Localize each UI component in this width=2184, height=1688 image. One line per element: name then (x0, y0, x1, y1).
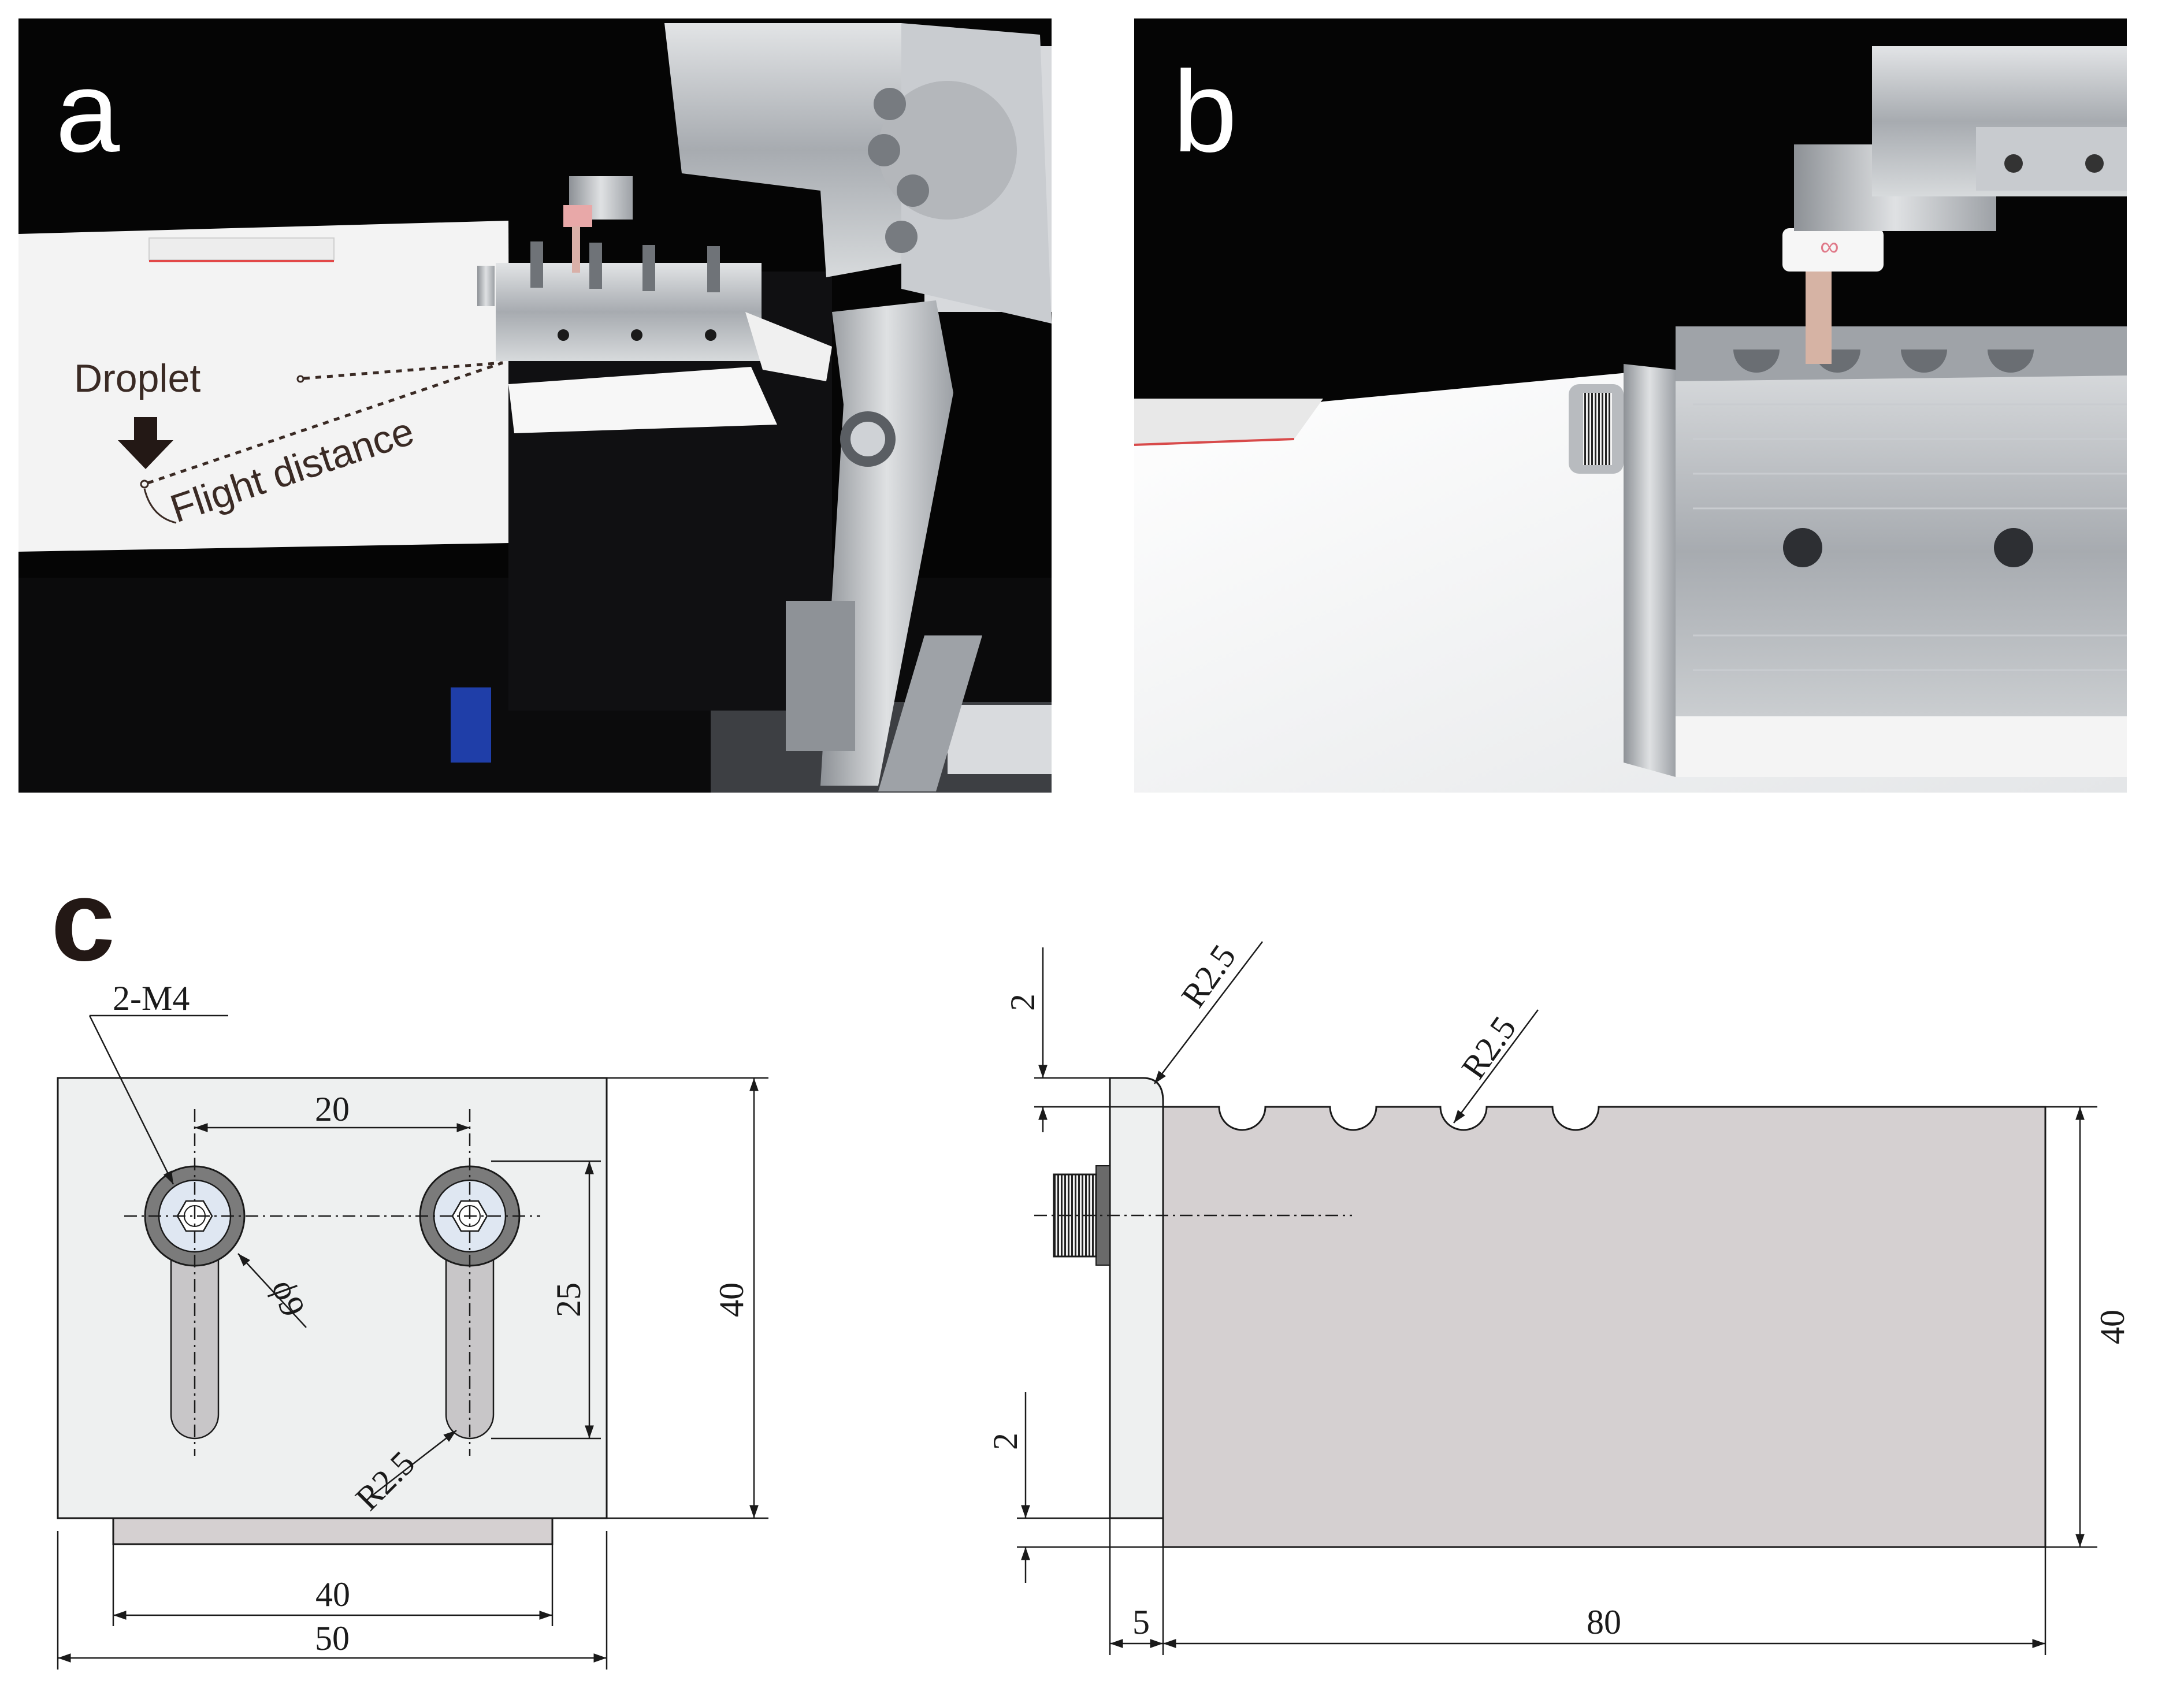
droplet-mark (140, 479, 149, 489)
front-dim-hole-spacing: 20 (315, 1090, 350, 1128)
side-view-drawing: 2 2 R2.5 R2.5 40 5 80 (986, 938, 2131, 1655)
flight-path-lower (147, 361, 503, 485)
side-body (1162, 1106, 2046, 1548)
front-dim-slot-length: 25 (549, 1282, 588, 1317)
side-dim-corner-radius: R2.5 (1174, 938, 1243, 1014)
side-dim-top-offset: 2 (1004, 994, 1042, 1011)
side-dim-bottom-offset: 2 (986, 1433, 1024, 1450)
front-base (112, 1517, 554, 1545)
front-dim-height: 40 (712, 1282, 751, 1317)
panel-a-photo: Droplet Flight distance a (18, 18, 1052, 793)
side-plate (1109, 1077, 1164, 1519)
panel-c-label: c (51, 856, 115, 985)
front-dim-base-width: 40 (315, 1575, 350, 1613)
droplet-down-arrow (118, 417, 173, 469)
droplet-label: Droplet (74, 356, 200, 400)
side-dim-height: 40 (2093, 1310, 2131, 1344)
front-view-drawing: 2-M4 20 ϕ9 R2.5 25 40 40 50 (57, 979, 768, 1670)
panel-a-label: a (55, 47, 120, 176)
side-dim-length: 80 (1587, 1603, 1621, 1641)
side-dim-groove-radius: R2.5 (1454, 1009, 1524, 1085)
front-screw-callout: 2-M4 (113, 979, 190, 1017)
side-dim-plate-thickness: 5 (1132, 1603, 1150, 1641)
panel-b-label: b (1173, 47, 1237, 176)
flight-path-upper (303, 361, 503, 380)
nozzle-mark (296, 375, 304, 383)
front-dim-total-width: 50 (315, 1619, 350, 1657)
flight-distance-leader (143, 488, 177, 524)
front-plate (57, 1077, 608, 1519)
svg-text:∞: ∞ (1820, 231, 1839, 261)
panel-b-photo: ∞ b (1134, 18, 2127, 793)
